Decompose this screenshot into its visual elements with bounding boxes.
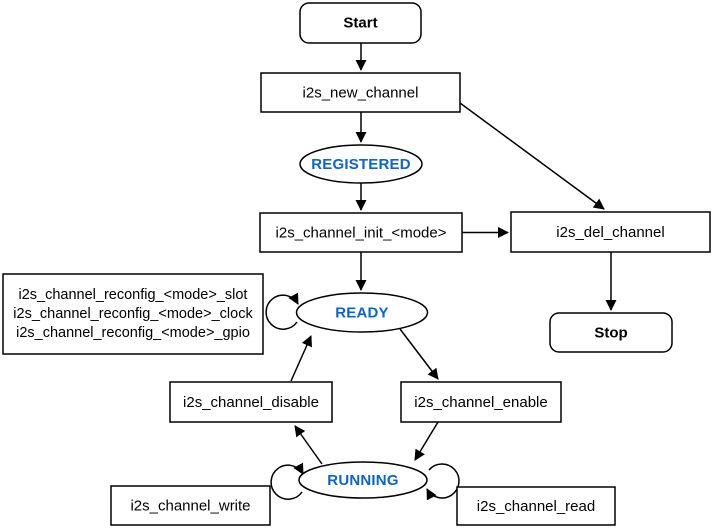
reconfig-shape (2, 273, 264, 355)
node-ready-state: READY (295, 292, 429, 333)
edge-disable-to-ready (290, 335, 312, 382)
new-channel-shape (260, 72, 461, 113)
node-running-state: RUNNING (298, 461, 428, 499)
edge-ready-to-enable (399, 328, 439, 380)
loop-running-write (270, 462, 304, 500)
del-channel-shape (510, 211, 711, 253)
channel-disable-label: i2s_channel_disable (183, 394, 319, 411)
channel-write-label: i2s_channel_write (130, 498, 250, 515)
channel-read-shape (456, 486, 616, 526)
stop-terminal-shape (549, 312, 673, 353)
loop-running-read (426, 463, 460, 501)
node-channel-enable: i2s_channel_enable (400, 381, 562, 423)
channel-disable-shape (169, 381, 333, 423)
channel-enable-label: i2s_channel_enable (414, 394, 547, 411)
channel-read-label: i2s_channel_read (477, 498, 595, 515)
node-del-channel: i2s_del_channel (510, 211, 711, 253)
node-reconfig: i2s_channel_reconfig_<mode>_slot i2s_cha… (2, 273, 264, 355)
running-state-label: RUNNING (327, 472, 398, 489)
ready-state-shape (295, 292, 429, 333)
channel-init-shape (259, 212, 463, 253)
loop-ready-reconfig (265, 292, 299, 330)
node-stop: Stop (549, 312, 673, 353)
edge-enable-to-running (414, 421, 439, 461)
start-label: Start (343, 15, 377, 32)
registered-state-shape (299, 144, 423, 184)
edge-new-channel-to-del-channel (459, 102, 605, 210)
node-registered-state: REGISTERED (299, 144, 423, 184)
stop-label: Stop (594, 325, 627, 342)
node-channel-write: i2s_channel_write (110, 485, 271, 526)
registered-state-label: REGISTERED (311, 156, 411, 173)
del-channel-label: i2s_del_channel (556, 224, 664, 241)
node-start: Start (299, 2, 422, 44)
new-channel-label: i2s_new_channel (303, 85, 419, 102)
node-channel-disable: i2s_channel_disable (169, 381, 333, 423)
reconfig-line-slot: i2s_channel_reconfig_<mode>_slot (19, 287, 248, 303)
reconfig-line-clock: i2s_channel_reconfig_<mode>_clock (13, 306, 253, 322)
edge-running-to-disable (294, 425, 323, 465)
node-new-channel: i2s_new_channel (260, 72, 461, 113)
running-state-shape (298, 461, 428, 499)
channel-write-shape (110, 485, 271, 526)
node-channel-init: i2s_channel_init_<mode> (259, 212, 463, 253)
ready-state-label: READY (335, 305, 389, 322)
channel-enable-shape (400, 381, 562, 423)
reconfig-line-gpio: i2s_channel_reconfig_<mode>_gpio (16, 325, 250, 341)
start-terminal-shape (299, 2, 422, 44)
channel-init-label: i2s_channel_init_<mode> (276, 225, 447, 242)
node-channel-read: i2s_channel_read (456, 486, 616, 526)
